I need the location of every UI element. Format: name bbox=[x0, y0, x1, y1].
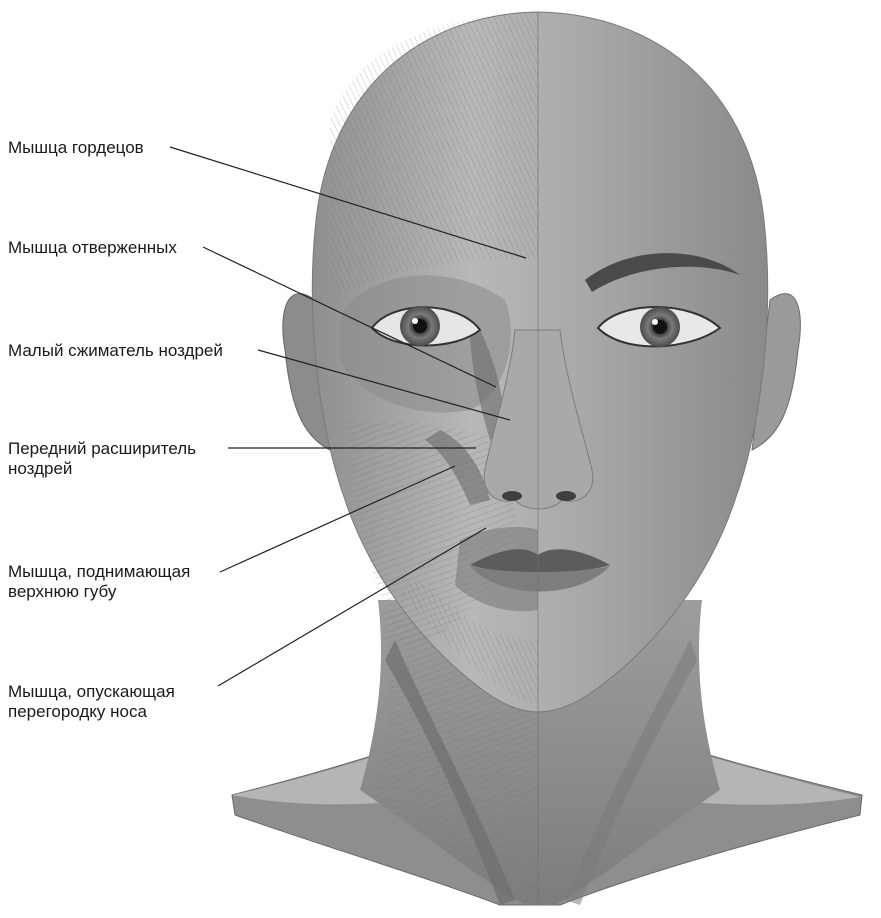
label-compressor-naris-line-1: Малый сжиматель ноздрей bbox=[8, 341, 223, 361]
label-depressor-septi-line-2: перегородку носа bbox=[8, 702, 175, 722]
nostril-left bbox=[502, 491, 522, 501]
label-compressor-naris: Малый сжиматель ноздрей bbox=[8, 341, 223, 361]
label-levator-labii: Мышца, поднимающая верхнюю губу bbox=[8, 562, 190, 602]
label-depressor-supercilii: Мышца отверженных bbox=[8, 238, 177, 258]
eye-highlight-left bbox=[412, 318, 418, 324]
eye-highlight-right bbox=[652, 319, 658, 325]
label-dilator-naris-line-2: ноздрей bbox=[8, 459, 196, 479]
label-dilator-naris: Передний расширитель ноздрей bbox=[8, 439, 196, 479]
label-procerus-line-1: Мышца гордецов bbox=[8, 138, 144, 158]
label-levator-labii-line-2: верхнюю губу bbox=[8, 582, 190, 602]
nostril-right bbox=[556, 491, 576, 501]
label-dilator-naris-line-1: Передний расширитель bbox=[8, 439, 196, 459]
label-depressor-septi-line-1: Мышца, опускающая bbox=[8, 682, 175, 702]
label-depressor-supercilii-line-1: Мышца отверженных bbox=[8, 238, 177, 258]
label-procerus: Мышца гордецов bbox=[8, 138, 144, 158]
label-depressor-septi: Мышца, опускающая перегородку носа bbox=[8, 682, 175, 722]
frontalis-fibers bbox=[330, 12, 538, 300]
label-levator-labii-line-1: Мышца, поднимающая bbox=[8, 562, 190, 582]
